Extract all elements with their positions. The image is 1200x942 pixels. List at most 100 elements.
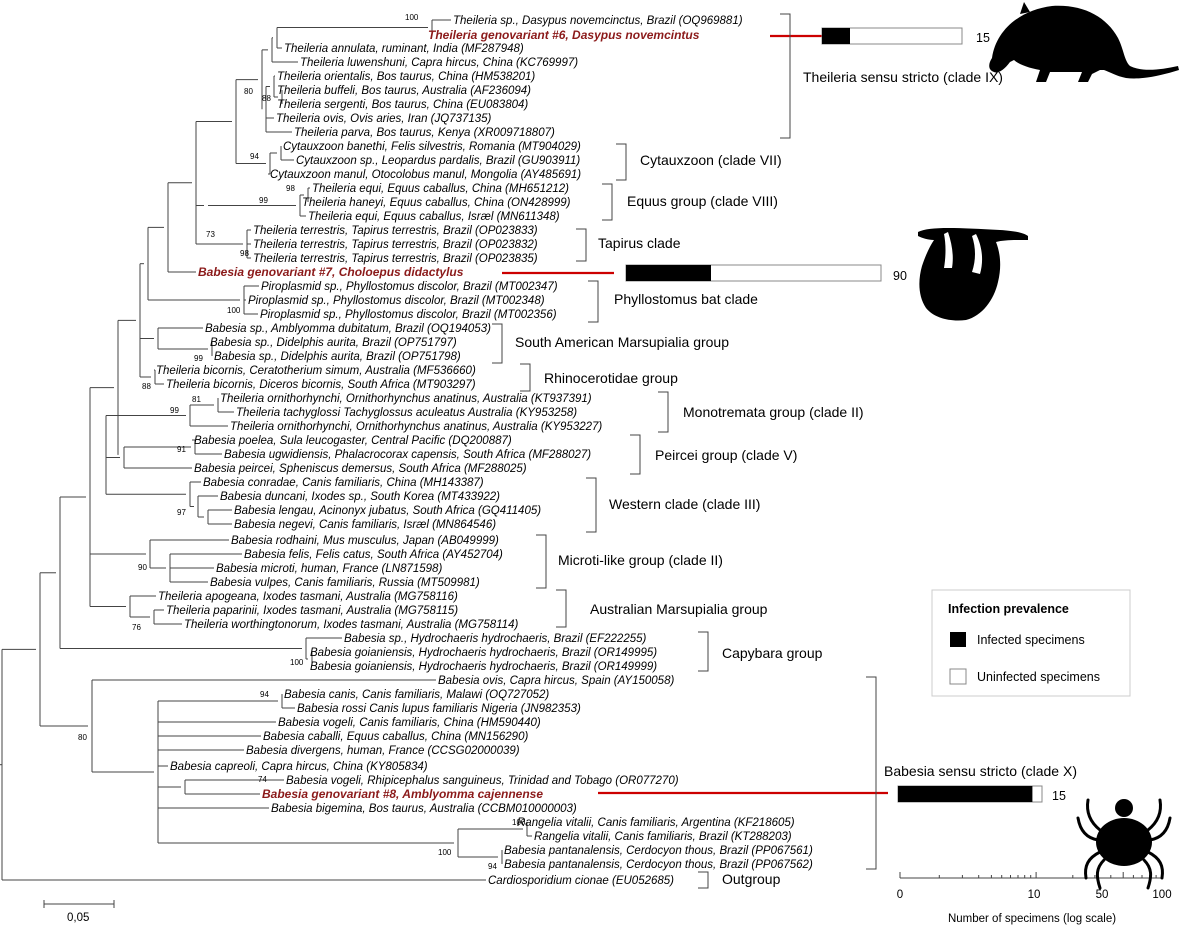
bootstrap-values: 1008088949899739810099889981919790761008… xyxy=(78,13,526,871)
taxon-label: Theileria sp., Dasypus novemcinctus, Bra… xyxy=(453,15,743,27)
armadillo-silhouette-icon xyxy=(989,2,1179,83)
highlighted-taxon-label: Babesia genovariant #7, Choloepus didact… xyxy=(198,265,464,279)
taxon-label: Piroplasmid sp., Phyllostomus discolor, … xyxy=(248,295,545,307)
taxon-label: Theileria equi, Equus caballus, Isræl (M… xyxy=(308,211,560,223)
taxon-label: Babesia goianiensis, Hydrochaeris hydroc… xyxy=(310,661,657,673)
bootstrap-value: 94 xyxy=(260,690,269,699)
taxon-label: Theileria bicornis, Diceros bicornis, So… xyxy=(166,379,476,391)
clade-bracket xyxy=(536,534,547,589)
legend: Infection prevalence Infected specimens … xyxy=(931,589,1131,697)
tree-branches xyxy=(0,19,532,881)
taxon-label: Babesia divergens, human, France (CCSG02… xyxy=(246,745,520,757)
taxon-label: Babesia vogeli, Rhipicephalus sanguineus… xyxy=(286,775,679,787)
bootstrap-value: 90 xyxy=(138,563,147,572)
clade-label: Phyllostomus bat clade xyxy=(614,291,758,307)
axis-tick-50: 50 xyxy=(1096,889,1109,901)
clade-label: Theileria sensu stricto (clade IX) xyxy=(803,69,1003,85)
bootstrap-value: 97 xyxy=(177,508,186,517)
clade-bracket xyxy=(698,631,709,672)
axis-minor-ticks xyxy=(899,872,1163,878)
taxon-label: Babesia capreoli, Capra hircus, China (K… xyxy=(170,761,428,773)
prevalence-bar-infected xyxy=(626,265,711,281)
taxon-label: Cytauxzoon manul, Otocolobus manul, Mong… xyxy=(270,169,581,181)
taxon-label: Theileria annulata, ruminant, India (MF2… xyxy=(284,43,524,55)
taxon-label: Theileria sergenti, Bos taurus, China (E… xyxy=(277,99,528,111)
axis-tick-100: 100 xyxy=(1152,889,1171,901)
taxon-label: Babesia vulpes, Canis familiaris, Russia… xyxy=(210,577,480,589)
clade-bracket xyxy=(780,13,791,139)
taxon-label: Babesia conradae, Canis familiaris, Chin… xyxy=(203,477,484,489)
taxon-label: Theileria paparinii, Ixodes tasmani, Aus… xyxy=(166,605,458,617)
clade-label: Western clade (clade III) xyxy=(609,496,760,512)
taxon-label: Babesia microti, human, France (LN871598… xyxy=(216,563,442,575)
taxon-label: Babesia peircei, Spheniscus demersus, So… xyxy=(194,463,527,475)
scale-bar: 0,05 xyxy=(43,900,115,924)
clade-label: Monotremata group (clade II) xyxy=(683,404,864,420)
taxon-label: Theileria tachyglossi Tachyglossus acule… xyxy=(236,407,577,419)
tick-silhouette-icon xyxy=(1076,798,1172,890)
bootstrap-value: 74 xyxy=(258,775,267,784)
taxon-label: Babesia sp., Amblyomma dubitatum, Brazil… xyxy=(205,323,491,335)
taxon-label: Theileria bicornis, Ceratotherium simum,… xyxy=(156,365,476,377)
clade-label: Outgroup xyxy=(722,871,781,887)
clade-bracket xyxy=(658,391,669,433)
taxon-label: Theileria orientalis, Bos taurus, China … xyxy=(277,71,535,83)
taxon-label: Babesia rodhaini, Mus musculus, Japan (A… xyxy=(231,535,499,547)
taxon-label: Babesia felis, Felis catus, South Africa… xyxy=(244,549,503,561)
clade-bracket xyxy=(588,280,599,323)
clade-bracket xyxy=(602,183,613,221)
bootstrap-value: 91 xyxy=(177,445,186,454)
taxon-label: Cytauxzoon banethi, Felis silvestris, Ro… xyxy=(283,141,581,153)
taxon-label: Theileria ovis, Ovis aries, Iran (JQ7371… xyxy=(276,113,492,125)
taxon-label: Cytauxzoon sp., Leopardus pardalis, Braz… xyxy=(296,155,580,167)
clade-bracket xyxy=(616,143,627,181)
clade-bracket xyxy=(576,228,587,262)
bootstrap-value: 80 xyxy=(78,733,87,742)
bootstrap-value: 98 xyxy=(240,249,249,258)
taxon-label: Theileria terrestris, Tapirus terrestris… xyxy=(253,253,538,265)
taxon-label: Theileria equi, Equus caballus, China (M… xyxy=(312,183,569,195)
clade-labels: Theileria sensu stricto (clade IX)Cytaux… xyxy=(515,69,1077,887)
taxon-label: Theileria haneyi, Equus caballus, China … xyxy=(302,197,571,209)
clade-bracket xyxy=(866,676,877,870)
clade-label: South American Marsupialia group xyxy=(515,334,729,350)
prevalence-total-label: 15 xyxy=(976,31,990,45)
highlighted-taxon-label: Theileria genovariant #6, Dasypus novemc… xyxy=(428,28,700,42)
clade-brackets xyxy=(492,13,877,889)
highlight-connectors xyxy=(502,34,888,795)
bootstrap-value: 98 xyxy=(286,184,295,193)
prevalence-total-label: 90 xyxy=(893,269,907,283)
clade-label: Capybara group xyxy=(722,645,823,661)
clade-label: Equus group (clade VIII) xyxy=(627,193,778,209)
prevalence-bar-infected xyxy=(822,28,850,44)
clade-label: Australian Marsupialia group xyxy=(590,601,768,617)
legend-infected-swatch xyxy=(950,632,966,647)
taxon-label: Babesia pantanalensis, Cerdocyon thous, … xyxy=(504,859,813,871)
clade-bracket xyxy=(586,477,597,533)
axis-label: Number of specimens (log scale) xyxy=(948,913,1116,925)
clade-label: Peircei group (clade V) xyxy=(655,447,797,463)
prevalence-bar-infected xyxy=(898,786,1033,802)
bootstrap-value: 99 xyxy=(194,354,203,363)
clade-bracket xyxy=(492,323,503,364)
taxon-labels: Theileria sp., Dasypus novemcinctus, Bra… xyxy=(156,15,813,887)
taxon-label: Babesia sp., Hydrochaeris hydrochaeris, … xyxy=(344,633,647,645)
taxon-label: Theileria ornithorhynchi, Ornithorhynchu… xyxy=(230,421,602,433)
taxon-label: Theileria apogeana, Ixodes tasmani, Aust… xyxy=(158,591,458,603)
clade-label: Tapirus clade xyxy=(598,235,681,251)
taxon-label: Babesia bigemina, Bos taurus, Australia … xyxy=(271,803,577,815)
bootstrap-value: 100 xyxy=(227,306,241,315)
sloth-silhouette-icon xyxy=(918,228,1028,321)
taxon-label: Babesia ovis, Capra hircus, Spain (AY150… xyxy=(438,675,674,687)
bootstrap-value: 88 xyxy=(142,382,151,391)
taxon-label: Babesia rossi Canis lupus familiaris Nig… xyxy=(297,703,581,715)
highlighted-taxon-label: Babesia genovariant #8, Amblyomma cajenn… xyxy=(262,787,543,801)
legend-title: Infection prevalence xyxy=(948,602,1069,616)
taxon-label: Babesia caballi, Equus caballus, China (… xyxy=(263,731,528,743)
taxon-label: Rangelia vitalii, Canis familiaris, Braz… xyxy=(534,831,792,843)
taxon-label: Theileria luwenshuni, Capra hircus, Chin… xyxy=(300,57,578,69)
scale-bar-label: 0,05 xyxy=(67,912,89,924)
clade-label: Rhinocerotidae group xyxy=(544,370,678,386)
taxon-label: Theileria terrestris, Tapirus terrestris… xyxy=(253,225,538,237)
